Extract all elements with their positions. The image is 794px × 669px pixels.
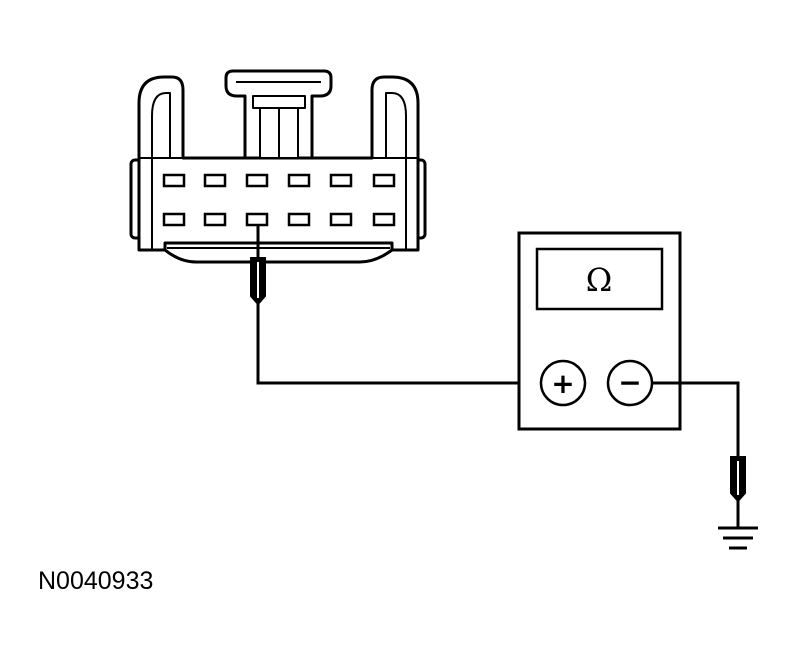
negative-lead-wire [652, 381, 740, 457]
electrical-connector [129, 69, 427, 264]
negative-test-lead [652, 381, 746, 527]
pin-cavity-row-1 [162, 173, 396, 188]
positive-terminal-label: + [551, 367, 574, 400]
pin-cavity [372, 173, 396, 188]
ground-icon [718, 526, 758, 550]
pin-cavity [287, 212, 311, 227]
multimeter: Ω + − [517, 231, 682, 431]
positive-test-lead [250, 225, 540, 385]
pin-cavity [287, 173, 311, 188]
pin-cavity [162, 212, 186, 227]
pin-cavity-row-2 [162, 212, 396, 227]
pin-cavity [162, 173, 186, 188]
pin-cavity [245, 173, 269, 188]
pin-cavity-tested [245, 212, 269, 227]
pin-cavity [203, 212, 227, 227]
pin-cavity [203, 173, 227, 188]
connector-bottom-ledge [163, 241, 394, 264]
positive-terminal [539, 359, 587, 407]
positive-lead-wire [256, 304, 540, 385]
ohm-symbol: Ω [586, 261, 613, 299]
pin-cavity [329, 173, 353, 188]
pin-cavity [329, 212, 353, 227]
multimeter-display [535, 247, 664, 311]
figure-id: N0040933 [38, 567, 154, 595]
pin-cavity [372, 212, 396, 227]
negative-terminal-label: − [618, 366, 641, 399]
